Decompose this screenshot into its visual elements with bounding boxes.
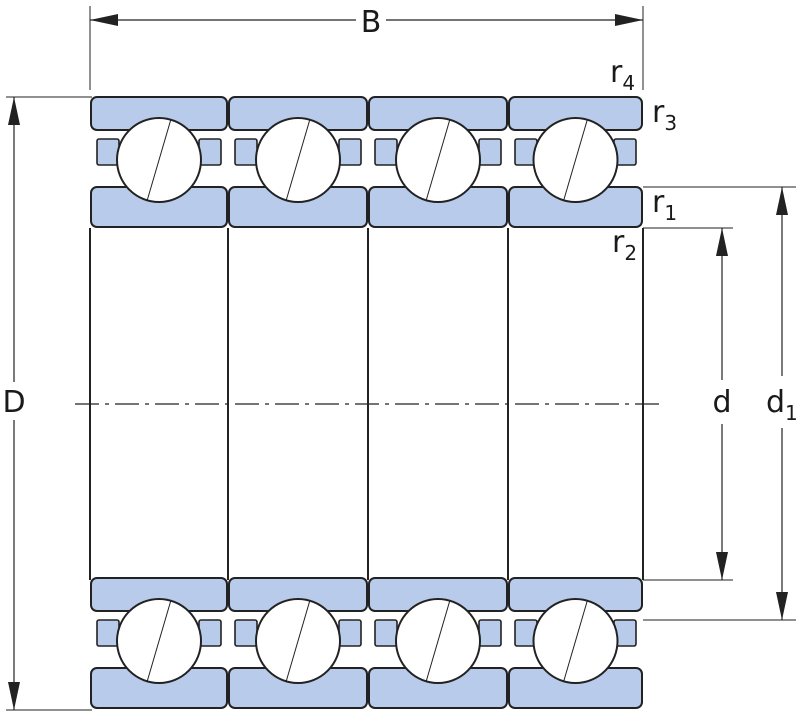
label-d1: d1	[766, 385, 798, 425]
cage-left	[96, 138, 120, 166]
contact-line	[563, 599, 588, 683]
contact-line	[425, 599, 451, 683]
b-arrow-left	[90, 14, 118, 26]
label-r3: r3	[652, 95, 677, 135]
contact-line	[425, 118, 451, 202]
cage-right	[338, 619, 362, 647]
d1-arrow-bottom	[776, 592, 788, 620]
cage-left	[374, 138, 398, 166]
label-d: d	[712, 385, 731, 420]
bearing-unit-r1-c3	[368, 96, 508, 228]
bearing-unit-r2-c3	[368, 577, 508, 709]
d-arrow-top	[716, 228, 728, 256]
cage-left	[374, 619, 398, 647]
label-r2: r2	[612, 225, 637, 265]
contact-line	[285, 118, 311, 202]
cage-left	[96, 619, 120, 647]
d1-arrow-top	[776, 187, 788, 215]
contact-line	[563, 118, 588, 202]
cage-right	[478, 138, 502, 166]
contact-line	[146, 599, 172, 683]
bearing-unit-r1-c2	[228, 96, 368, 228]
bearing-unit-r2-c4	[508, 577, 643, 709]
bearing-unit-r2-c1	[90, 577, 228, 709]
label-B: B	[361, 5, 382, 40]
cage-left	[234, 138, 258, 166]
bearing-unit-r1-c1	[90, 96, 228, 228]
label-r1: r1	[652, 185, 677, 225]
cage-left	[234, 619, 258, 647]
cage-right	[338, 138, 362, 166]
b-arrow-right	[615, 14, 643, 26]
cage-right	[198, 138, 222, 166]
bearing-unit-r1-c4	[508, 96, 643, 228]
contact-line	[146, 118, 172, 202]
bearing-units	[90, 96, 643, 709]
label-r4: r4	[610, 55, 635, 95]
d-arrow-bottom	[716, 552, 728, 580]
contact-line	[285, 599, 311, 683]
D-arrow-top	[8, 97, 20, 125]
D-arrow-bottom	[8, 682, 20, 710]
bearing-unit-r2-c2	[228, 577, 368, 709]
label-D: D	[2, 385, 25, 420]
cage-right	[478, 619, 502, 647]
cage-right	[198, 619, 222, 647]
